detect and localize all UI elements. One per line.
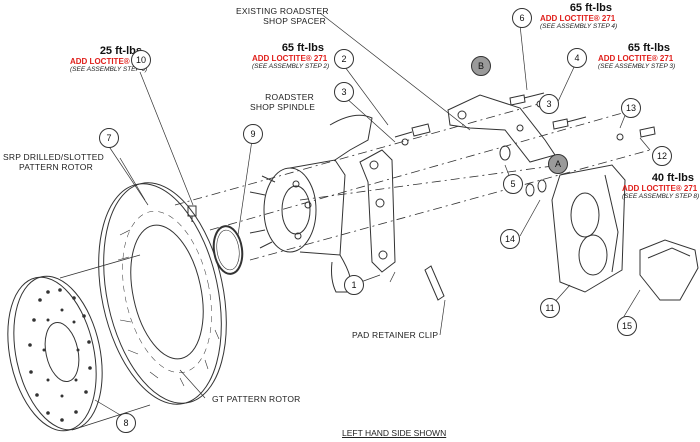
gt-rotor-label: GT PATTERN ROTOR (212, 394, 301, 404)
callout-3b: 3 (539, 94, 559, 114)
leader-lines (94, 12, 651, 423)
washers (499, 145, 547, 197)
gt-pattern-rotor (98, 182, 227, 405)
brake-pad (639, 239, 699, 301)
o-ring-inner (216, 229, 240, 271)
caliper (551, 164, 626, 293)
callout-15: 15 (617, 316, 637, 336)
roadster-spindle (249, 114, 373, 293)
loctite-note: ADD LOCTITE® 271 (252, 54, 328, 63)
srp-rotor-label-line2: PATTERN ROTOR (19, 162, 93, 172)
callout-2: 2 (334, 49, 354, 69)
spacer-label-line2: SHOP SPACER (263, 16, 326, 26)
spacer-label: EXISTING ROADSTER SHOP SPACER (236, 6, 329, 26)
callout-5: 5 (503, 174, 523, 194)
assembly-step-note: (SEE ASSEMBLY STEP 4) (540, 23, 618, 30)
callout-10: 9 (243, 124, 263, 144)
srp-drilled-rotor (7, 254, 151, 432)
callout-1: 1 (344, 275, 364, 295)
callout-b: B (471, 56, 491, 76)
callout-7: 7 (99, 128, 119, 148)
torque-value: 65 ft-lbs (569, 2, 612, 14)
torque-block-65-step4: 65 ft-lbs ADD LOCTITE® 271 (SEE ASSEMBLY… (540, 2, 618, 30)
callout-12: 12 (652, 146, 672, 166)
assembly-step-note: (SEE ASSEMBLY STEP 6) (70, 66, 148, 73)
torque-value: 65 ft-lbs (627, 42, 670, 54)
callout-3a: 3 (334, 82, 354, 102)
o-ring (212, 225, 244, 275)
callout-a: A (548, 154, 568, 174)
callout-14: 14 (500, 229, 520, 249)
caliper-bracket (359, 149, 396, 273)
footer-caption: LEFT HAND SIDE SHOWN (342, 428, 447, 438)
loctite-note: ADD LOCTITE® 271 (540, 14, 616, 23)
bracket-bolts (394, 123, 431, 146)
callout-13: 13 (621, 98, 641, 118)
torque-block-65-step3: 65 ft-lbs ADD LOCTITE® 271 (SEE ASSEMBLY… (598, 42, 676, 70)
torque-value: 40 ft-lbs (651, 172, 694, 184)
loctite-note: ADD LOCTITE® 271 (70, 57, 146, 66)
assembly-step-note: (SEE ASSEMBLY STEP 2) (252, 63, 330, 70)
spindle-label-line2: SHOP SPINDLE (250, 102, 316, 112)
torque-value: 65 ft-lbs (281, 42, 324, 54)
loctite-note: ADD LOCTITE® 271 (622, 184, 698, 193)
shop-spacer-bracket (447, 94, 556, 163)
torque-block-65-step2: 65 ft-lbs ADD LOCTITE® 271 (SEE ASSEMBLY… (252, 42, 330, 70)
callout-4: 4 (567, 48, 587, 68)
rotor-bolt (187, 205, 197, 222)
callout-8: 8 (116, 413, 136, 433)
spindle-label: ROADSTER SHOP SPINDLE (250, 92, 316, 112)
pad-clip-label: PAD RETAINER CLIP (352, 330, 439, 340)
srp-rotor-label-line1: SRP DRILLED/SLOTTED (3, 152, 104, 162)
spindle-label-line1: ROADSTER (265, 92, 314, 102)
srp-rotor-label: SRP DRILLED/SLOTTED PATTERN ROTOR (3, 152, 104, 172)
torque-block-40: 40 ft-lbs ADD LOCTITE® 271 (SEE ASSEMBLY… (622, 172, 700, 200)
assembly-step-note: (SEE ASSEMBLY STEP 3) (598, 63, 676, 70)
pad-retainer-clip (424, 265, 445, 301)
spacer-label-line1: EXISTING ROADSTER (236, 6, 329, 16)
loctite-note: ADD LOCTITE® 271 (598, 54, 674, 63)
callout-11: 11 (540, 298, 560, 318)
callout-6: 6 (512, 8, 532, 28)
assembly-step-note: (SEE ASSEMBLY STEP 8) (622, 193, 700, 200)
callout-9: 10 (131, 50, 151, 70)
